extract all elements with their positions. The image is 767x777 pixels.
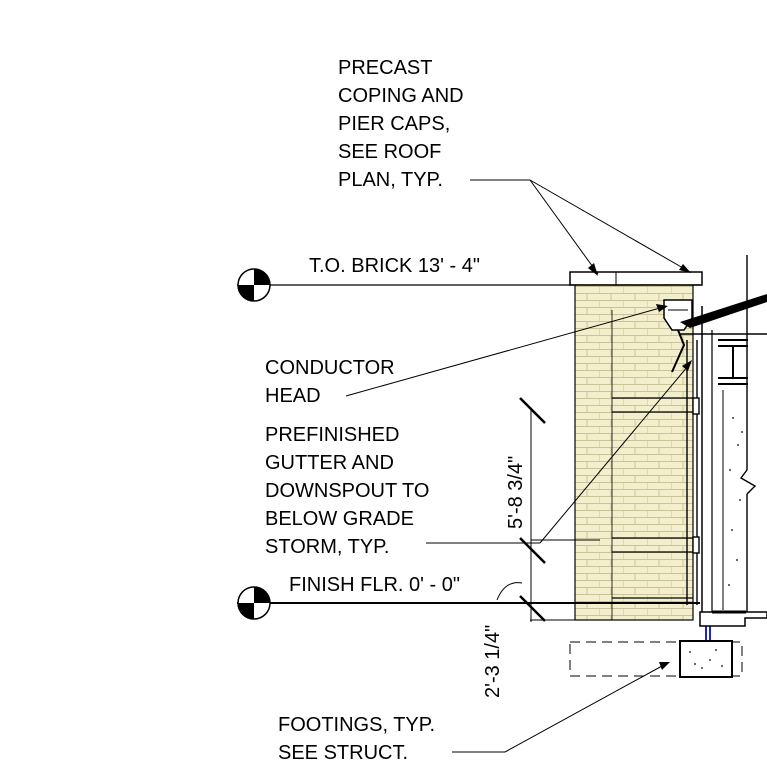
note-line: STORM, TYP. <box>265 536 389 558</box>
note-footings: FOOTINGS, TYP. SEE STRUCT. <box>278 714 441 764</box>
note-line: GUTTER AND <box>265 452 394 474</box>
level-label-brick-top: T.O. BRICK 13' - 4" <box>309 255 480 277</box>
level-marker-finish-floor <box>237 586 700 620</box>
dimension-lines <box>496 397 600 622</box>
note-line: DOWNSPOUT TO <box>265 480 429 502</box>
dimension-label-lower: 2'-3 1/4" <box>482 625 504 698</box>
note-line: PREFINISHED <box>265 424 399 446</box>
note-line: CONDUCTOR <box>265 357 395 379</box>
footings <box>569 640 743 678</box>
downspout <box>686 340 711 642</box>
brick-wall <box>574 283 694 621</box>
note-gutter-downspout: PREFINISHED GUTTER AND DOWNSPOUT TO BELO… <box>265 424 435 558</box>
note-line: BELOW GRADE <box>265 508 414 530</box>
note-line: SEE ROOF <box>338 141 441 163</box>
level-label-finish-floor: FINISH FLR. 0' - 0" <box>289 574 460 596</box>
note-line: PLAN, TYP. <box>338 169 443 191</box>
note-line: HEAD <box>265 385 321 407</box>
note-line: FOOTINGS, TYP. <box>278 714 435 736</box>
leader-lines <box>345 179 692 753</box>
level-marker-brick-top <box>237 268 700 302</box>
note-line: PRECAST <box>338 57 432 79</box>
note-line: PIER CAPS, <box>338 113 450 135</box>
note-line: COPING AND <box>338 85 464 107</box>
note-line: SEE STRUCT. <box>278 742 408 764</box>
roof-structure <box>680 255 767 627</box>
note-precast-coping: PRECAST COPING AND PIER CAPS, SEE ROOF P… <box>338 57 469 191</box>
dimension-label-upper: 5'-8 3/4" <box>505 456 527 529</box>
note-conductor-head: CONDUCTOR HEAD <box>265 357 400 407</box>
